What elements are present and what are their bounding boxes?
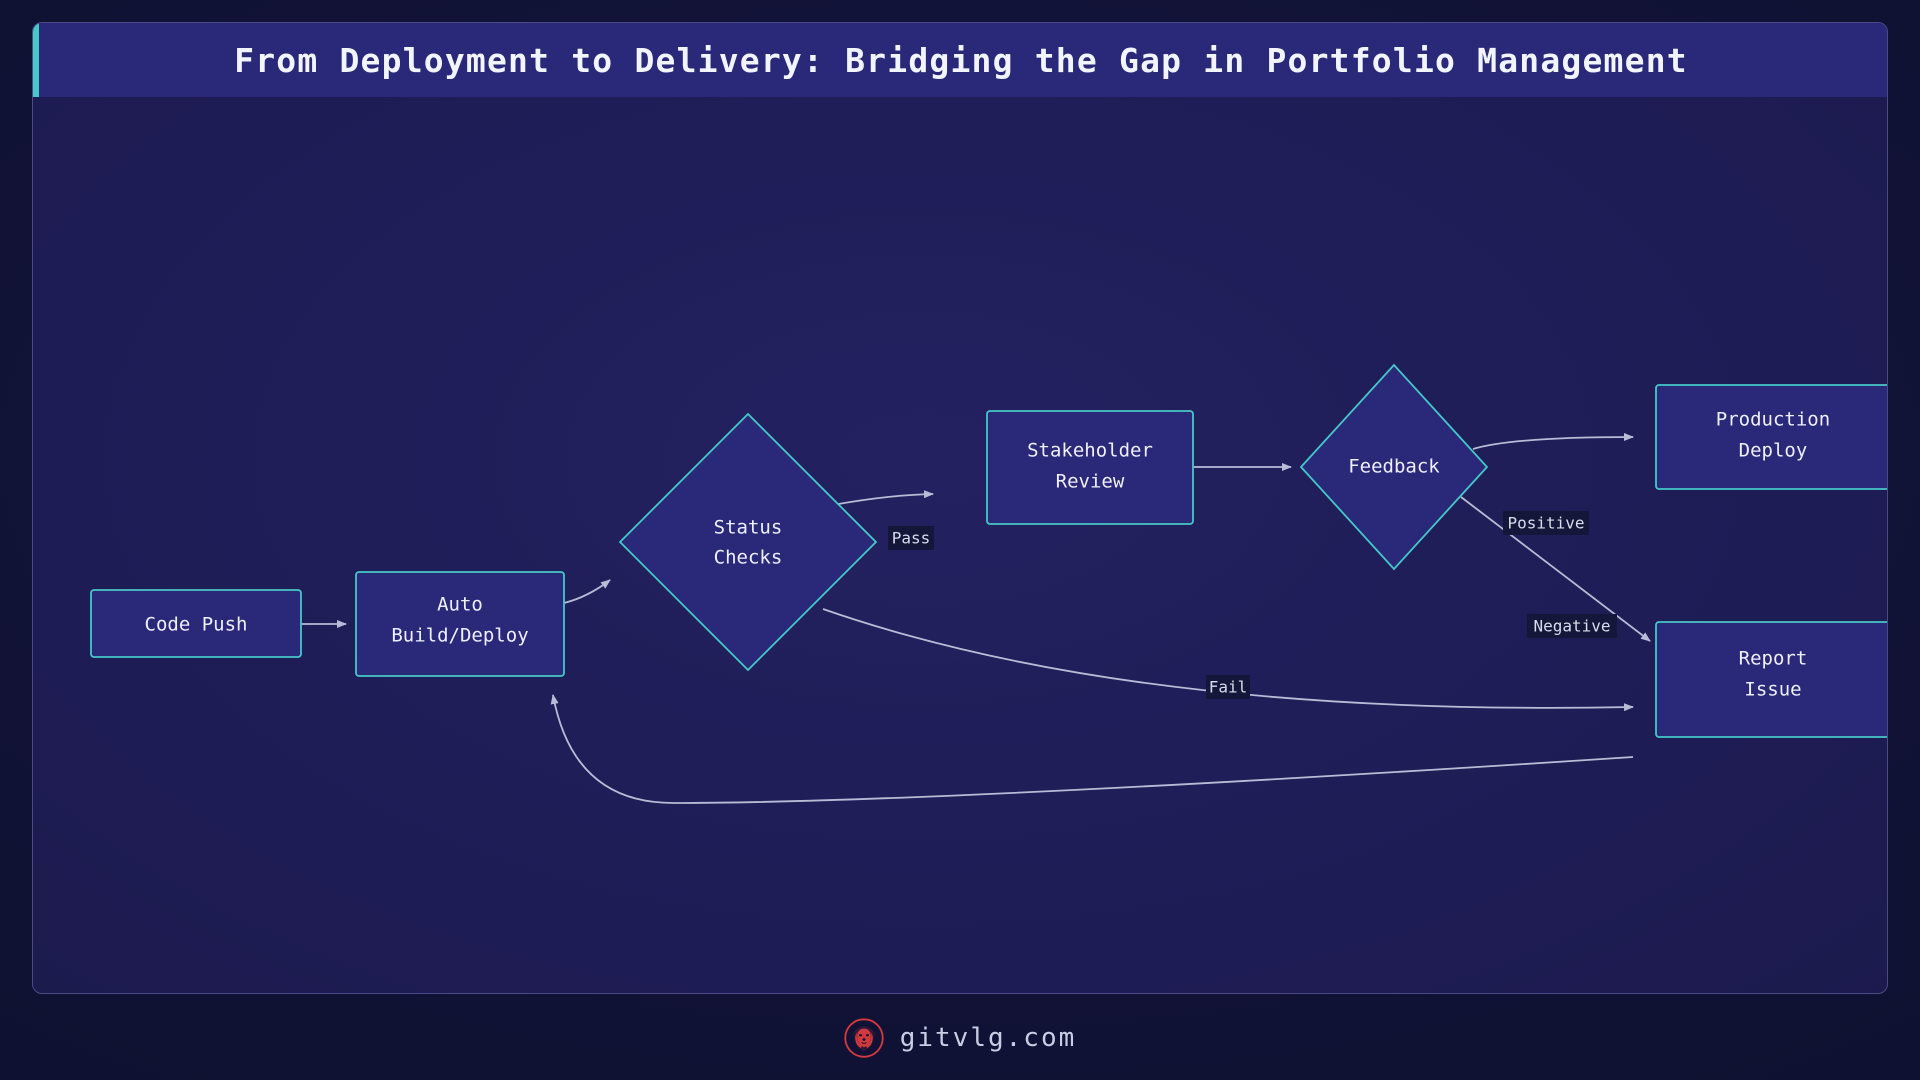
edge-feedback-to-report-issue [1460, 496, 1651, 642]
node-status-checks-shape[interactable] [618, 412, 878, 672]
node-stakeholder-review[interactable]: Stakeholder Review [986, 410, 1194, 525]
node-stakeholder-review-label-line2: Review [1056, 471, 1125, 493]
node-production-deploy-label-line2: Deploy [1739, 440, 1808, 462]
node-auto-build-deploy-shape[interactable] [355, 571, 565, 677]
node-production-deploy-label-line1: Production [1716, 409, 1830, 431]
edge-label-positive-text: Positive [1507, 514, 1584, 533]
node-status-checks-label-line1: Status [714, 517, 783, 539]
edge-label-negative: Negative [1527, 614, 1617, 638]
node-stakeholder-review-label-line1: Stakeholder [1027, 440, 1153, 462]
edge-label-negative-text: Negative [1533, 617, 1610, 636]
edge-status-checks-to-stakeholder [832, 490, 934, 506]
node-report-issue[interactable]: Report Issue [1655, 621, 1888, 738]
node-auto-build-deploy-label-line2: Build/Deploy [391, 625, 528, 647]
edge-auto-build-to-status-checks [563, 579, 611, 604]
node-auto-build-deploy-label-line1: Auto [437, 594, 483, 616]
footer: gitvlg.com [0, 1008, 1920, 1068]
node-auto-build-deploy[interactable]: Auto Build/Deploy [355, 571, 565, 677]
node-layer: Code Push Auto Build/Deploy Status Check… [90, 363, 1888, 738]
edge-label-pass-text: Pass [892, 529, 931, 548]
node-feedback-shape[interactable] [1299, 363, 1489, 571]
edge-label-layer: Pass Fail Positive Negative [888, 511, 1617, 699]
edge-feedback-to-production-deploy [1472, 433, 1634, 450]
node-report-issue-shape[interactable] [1655, 621, 1888, 738]
footer-site-label: gitvlg.com [899, 1023, 1077, 1053]
node-production-deploy[interactable]: Production Deploy [1655, 384, 1888, 490]
node-status-checks-label-line2: Checks [714, 547, 783, 569]
flowchart-canvas: Pass Fail Positive Negative [33, 97, 1888, 993]
node-status-checks[interactable]: Status Checks [618, 412, 878, 672]
node-code-push[interactable]: Code Push [90, 589, 302, 658]
edge-label-fail: Fail [1206, 675, 1250, 699]
node-code-push-shape[interactable] [90, 589, 302, 658]
node-feedback-label: Feedback [1348, 456, 1440, 478]
diagram-card: From Deployment to Delivery: Bridging th… [32, 22, 1888, 994]
flowchart-svg: Pass Fail Positive Negative [90, 363, 1888, 804]
edge-label-pass: Pass [888, 526, 934, 550]
node-production-deploy-shape[interactable] [1655, 384, 1888, 490]
page-title: From Deployment to Delivery: Bridging th… [234, 40, 1688, 80]
banner-accent-bar [33, 23, 39, 97]
node-report-issue-label-line2: Issue [1744, 679, 1801, 701]
edge-label-fail-text: Fail [1209, 678, 1248, 697]
edge-layer [301, 433, 1651, 804]
lion-head-logo-icon [844, 1018, 884, 1058]
node-feedback[interactable]: Feedback [1299, 363, 1489, 571]
node-stakeholder-review-shape[interactable] [986, 410, 1194, 525]
title-banner: From Deployment to Delivery: Bridging th… [33, 23, 1887, 97]
edge-report-issue-to-auto-build [550, 694, 1634, 804]
edge-status-checks-to-report-issue [822, 608, 1634, 712]
node-code-push-label: Code Push [145, 614, 248, 636]
edge-label-positive: Positive [1503, 511, 1589, 535]
node-report-issue-label-line1: Report [1739, 648, 1808, 670]
